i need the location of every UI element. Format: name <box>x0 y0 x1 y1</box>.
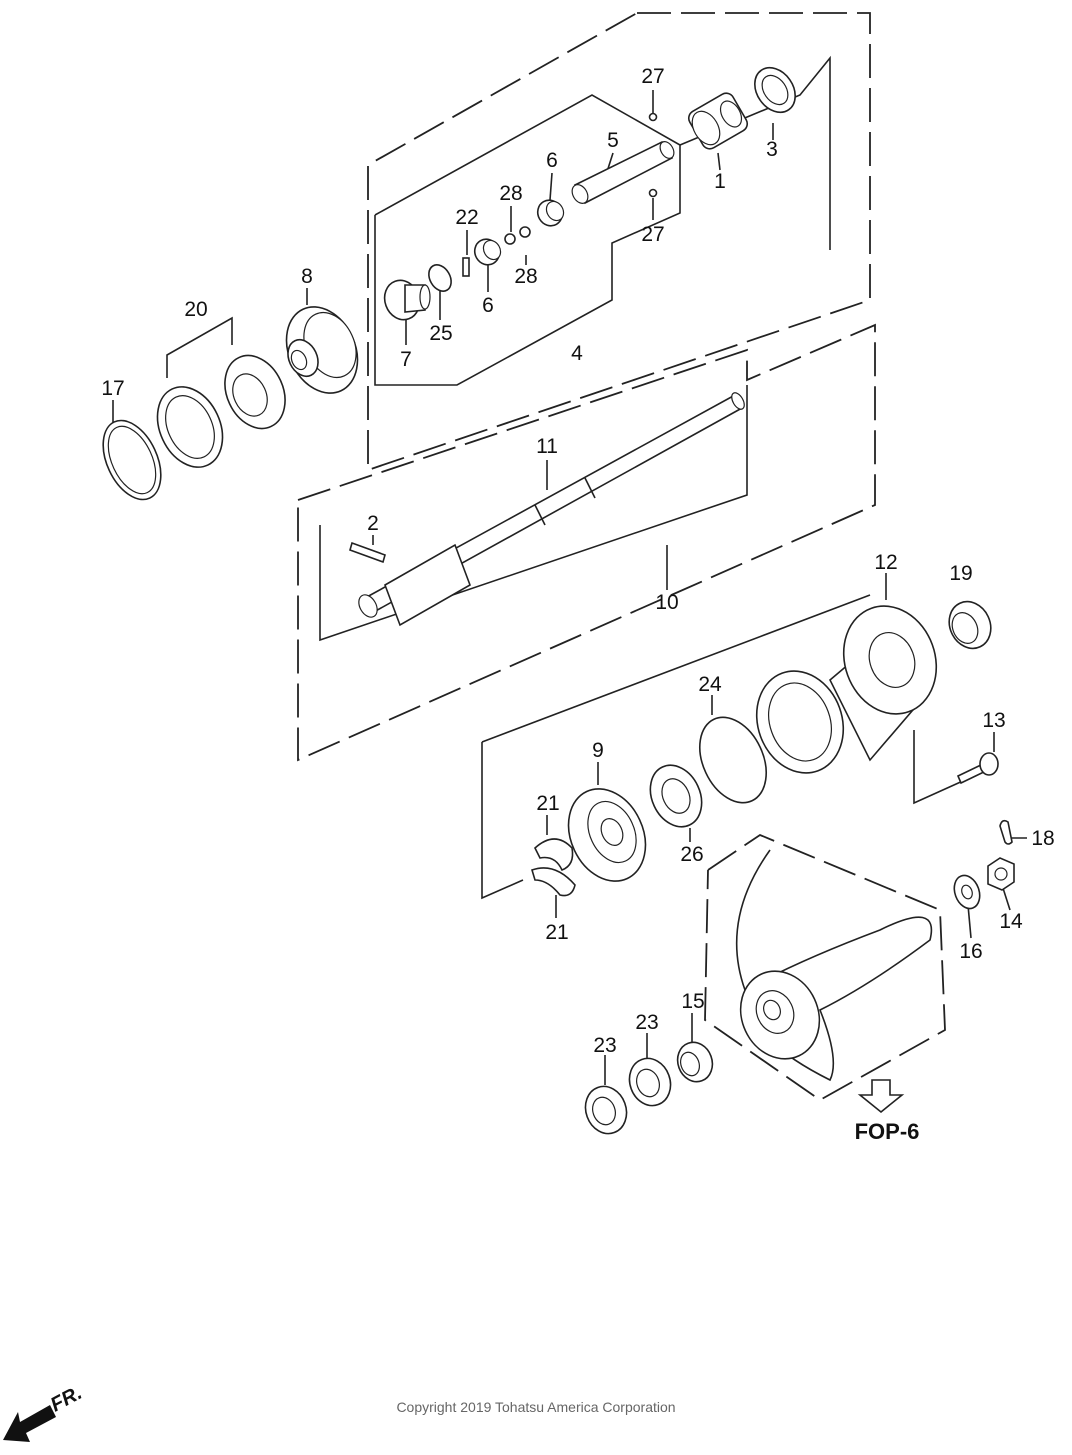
callout-10: 10 <box>655 591 678 614</box>
callout-6-lower: 6 <box>482 294 494 317</box>
part-27-ball-upper[interactable] <box>648 112 658 122</box>
lower-assembly-boundary <box>297 323 876 762</box>
part-6-spring-lower[interactable] <box>470 235 504 270</box>
part-27-ball-lower[interactable] <box>648 188 658 198</box>
part-23-thrust-holder-lower[interactable] <box>579 1081 633 1140</box>
fop-reference-label: FOP-6 <box>855 1119 920 1144</box>
callout-21-lower: 21 <box>545 921 568 944</box>
propeller[interactable] <box>727 849 933 1082</box>
bracket-group-10 <box>319 385 748 642</box>
part-6-spring-upper[interactable] <box>533 196 567 231</box>
part-2-pin[interactable] <box>349 541 386 564</box>
part-21-thrust-washer-upper[interactable] <box>534 838 574 872</box>
callout-2: 2 <box>367 512 379 535</box>
propeller-boundary <box>704 833 946 1102</box>
callout-27-upper: 27 <box>641 65 664 88</box>
callout-28-upper: 28 <box>499 182 522 205</box>
callout-1: 1 <box>714 170 726 193</box>
callout-labels: 27 3 5 1 6 28 22 27 28 6 25 7 8 4 20 17 … <box>101 65 1054 1057</box>
part-20-bearing[interactable] <box>145 346 296 478</box>
part-5-shift-rod[interactable] <box>569 139 677 206</box>
callout-16: 16 <box>959 940 982 963</box>
bracket-group-20 <box>166 316 233 378</box>
bracket-group-4 <box>374 94 681 386</box>
callout-13: 13 <box>982 709 1005 732</box>
part-19-needle-bearing[interactable] <box>942 595 999 655</box>
callout-12: 12 <box>874 551 897 574</box>
callout-5: 5 <box>607 129 619 152</box>
callout-27-lower: 27 <box>641 223 664 246</box>
part-23-thrust-holder-upper[interactable] <box>623 1053 677 1112</box>
part-9-reverse-gear[interactable] <box>554 776 660 893</box>
part-11-propeller-shaft[interactable] <box>355 391 747 627</box>
down-arrow-icon <box>857 1079 905 1114</box>
callout-14: 14 <box>999 910 1023 933</box>
part-25-snap-ring[interactable] <box>424 261 455 295</box>
copyright-notice: Copyright 2019 Tohatsu America Corporati… <box>396 1399 676 1415</box>
callout-7: 7 <box>400 348 412 371</box>
part-17-shim[interactable] <box>92 411 173 508</box>
callout-4: 4 <box>571 342 583 365</box>
callout-23-upper: 23 <box>635 1011 658 1034</box>
callout-25: 25 <box>429 322 452 345</box>
front-arrow-icon <box>3 1405 56 1442</box>
callout-18: 18 <box>1031 827 1054 850</box>
callout-23-lower: 23 <box>593 1034 616 1057</box>
part-7-plunger[interactable] <box>379 275 431 324</box>
part-3-ring[interactable] <box>746 60 803 120</box>
bracket-group-9-top <box>481 594 871 743</box>
part-28-ball-upper[interactable] <box>504 233 516 245</box>
callout-8: 8 <box>301 265 313 288</box>
callout-11: 11 <box>536 435 558 458</box>
bracket-group-9 <box>481 742 524 900</box>
part-22-pin[interactable] <box>462 257 470 277</box>
callout-15: 15 <box>681 990 704 1013</box>
callout-9: 9 <box>592 739 604 762</box>
part-15-spacer[interactable] <box>672 1037 718 1086</box>
callout-26: 26 <box>680 843 703 866</box>
fop-reference[interactable]: FOP-6 <box>855 1079 920 1144</box>
part-8-forward-gear[interactable] <box>273 295 371 404</box>
part-16-washer[interactable] <box>950 872 984 912</box>
callout-21-upper: 21 <box>536 792 559 815</box>
callout-6-upper: 6 <box>546 149 558 172</box>
callout-24: 24 <box>698 673 722 696</box>
part-18-cotter-pin[interactable] <box>999 819 1013 845</box>
part-14-nut[interactable] <box>987 857 1015 891</box>
upper-assembly-boundary <box>367 12 871 472</box>
callout-22: 22 <box>455 206 478 229</box>
callout-19: 19 <box>949 562 972 585</box>
callout-20: 20 <box>184 298 207 321</box>
part-13-bolt[interactable] <box>956 752 999 785</box>
part-28-ball-lower[interactable] <box>519 226 531 238</box>
part-1-clutch[interactable] <box>686 90 750 151</box>
part-12-bearing-housing[interactable] <box>743 593 951 785</box>
part-24-o-ring[interactable] <box>687 707 779 814</box>
part-26-ball-bearing[interactable] <box>641 757 712 835</box>
callout-3: 3 <box>766 138 778 161</box>
callout-17: 17 <box>101 377 124 400</box>
bracket-bolt-13 <box>913 730 966 805</box>
callout-28-lower: 28 <box>514 265 537 288</box>
part-21-thrust-washer-lower[interactable] <box>531 867 576 897</box>
